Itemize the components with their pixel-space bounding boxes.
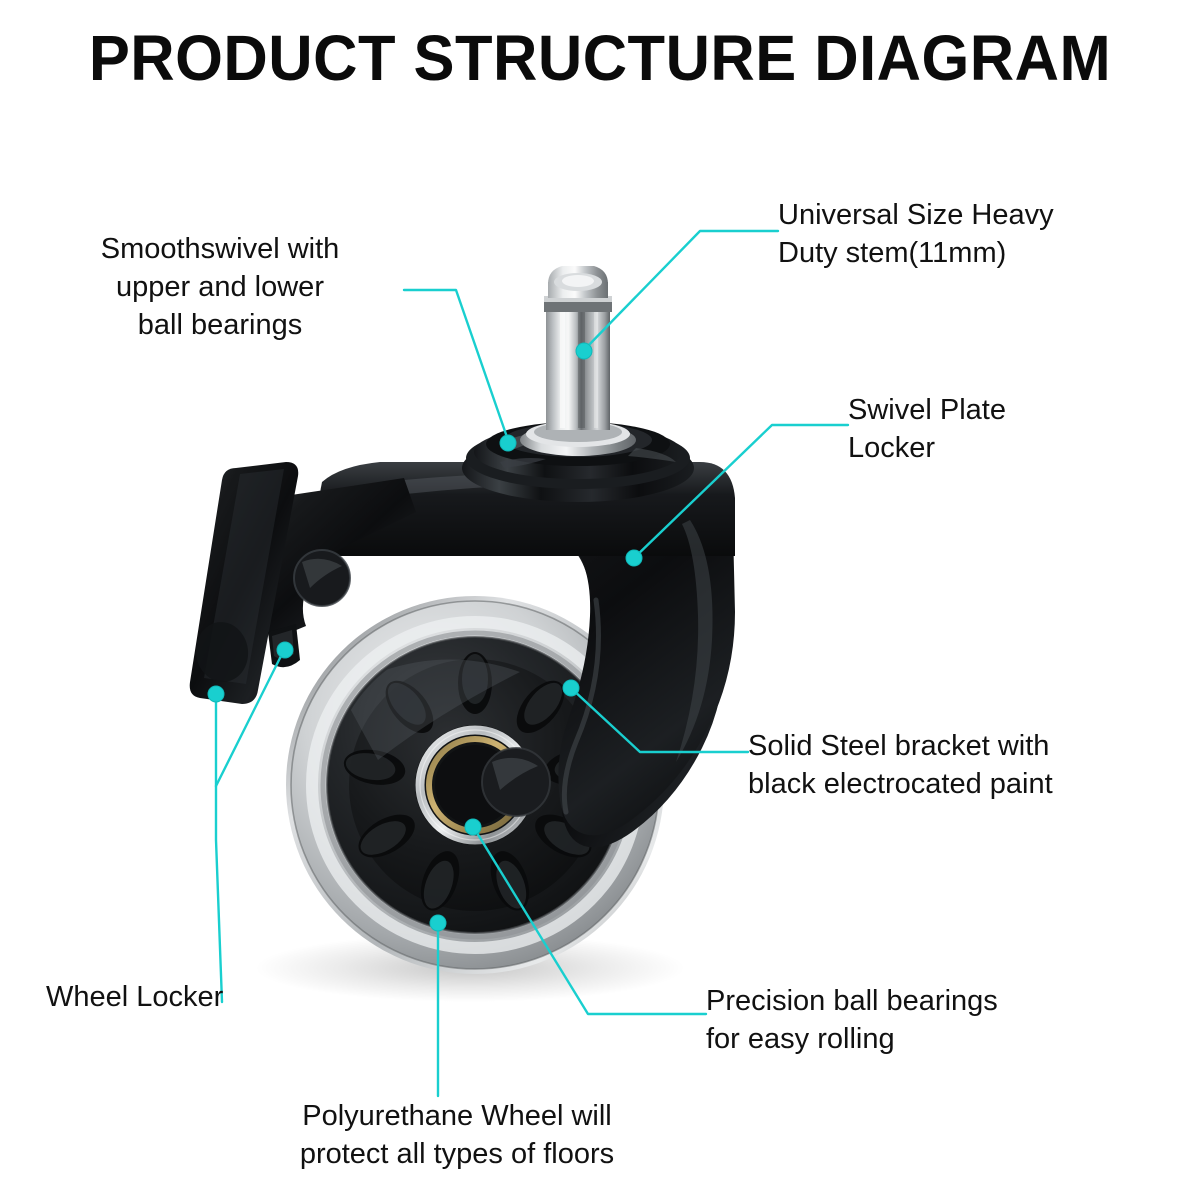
leader-swivel-plate-locker bbox=[632, 423, 850, 560]
dot-wheel-locker-a bbox=[207, 685, 225, 703]
callout-label-solid-steel-bracket: Solid Steel bracket with black electroca… bbox=[748, 730, 1053, 800]
dot-heavy-duty-stem bbox=[575, 342, 593, 360]
callout-label-smooth-swivel: Smoothswivel with upper and lower ball b… bbox=[100, 233, 340, 341]
callout-label-precision-ball-bearings: Precision ball bearings for easy rolling bbox=[706, 985, 998, 1055]
callout-label-wheel-locker: Wheel Locker bbox=[46, 981, 224, 1013]
leader-wheel-locker-b bbox=[214, 648, 286, 788]
callout-label-polyurethane-wheel: Polyurethane Wheel will protect all type… bbox=[299, 1100, 615, 1170]
page-title: PRODUCT STRUCTURE DIAGRAM bbox=[88, 22, 1112, 94]
wheel-locker-lever bbox=[189, 462, 416, 704]
steel-bracket bbox=[318, 462, 735, 848]
precision-ball-bearing bbox=[415, 725, 535, 845]
dot-wheel-locker-b bbox=[276, 641, 294, 659]
wheel-assembly bbox=[286, 596, 664, 974]
leader-wheel-locker-a bbox=[214, 690, 224, 1004]
dot-smooth-swivel bbox=[499, 434, 517, 452]
callout-label-heavy-duty-stem: Universal Size Heavy Duty stem(11mm) bbox=[778, 199, 1054, 269]
leader-heavy-duty-stem bbox=[582, 229, 780, 352]
callout-label-swivel-plate-locker: Swivel Plate Locker bbox=[848, 394, 1006, 464]
leader-precision-ball-bearings bbox=[472, 826, 708, 1016]
leader-solid-steel-bracket bbox=[570, 687, 750, 754]
swivel-plate bbox=[462, 422, 694, 502]
dot-swivel-plate-locker bbox=[625, 549, 643, 567]
dot-polyurethane-wheel bbox=[429, 914, 447, 932]
heavy-duty-stem bbox=[520, 266, 636, 456]
dot-precision-ball-bearings bbox=[464, 818, 482, 836]
dot-solid-steel-bracket bbox=[562, 679, 580, 697]
